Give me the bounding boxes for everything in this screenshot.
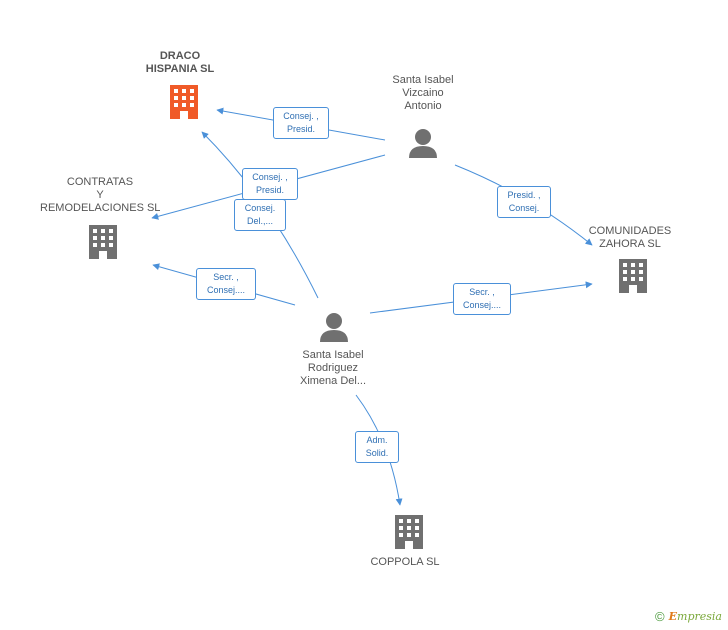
role-text: Del.,... <box>246 216 273 226</box>
label-line: CONTRATAS <box>66 176 134 188</box>
label-line: HISPANIA SL <box>145 63 215 75</box>
company-label-contratas[interactable]: CONTRATAS Y REMODELACIONES SL <box>40 176 160 215</box>
company-label-coppola[interactable]: COPPOLA SL <box>360 556 450 569</box>
role-text: Adm. <box>366 435 388 445</box>
edge-label-antonio-comunidades[interactable]: Presid. , Consej. <box>497 186 551 218</box>
empresia-logo[interactable]: © Empresia <box>655 609 722 624</box>
label-line: Ximena Del... <box>299 375 367 387</box>
edge-label-ximena-coppola[interactable]: Adm. Solid. <box>355 431 399 463</box>
role-text: Presid. , <box>507 190 541 200</box>
person-label-antonio[interactable]: Santa Isabel Vizcaino Antonio <box>373 74 473 113</box>
label-line: Rodriguez <box>307 362 359 374</box>
person-icon[interactable] <box>407 128 439 158</box>
company-label-draco[interactable]: DRACO HISPANIA SL <box>130 50 230 76</box>
label-line: ZAHORA SL <box>599 238 661 250</box>
edge-label-ximena-draco[interactable]: Consej. Del.,... <box>234 199 286 231</box>
role-text: Secr. , <box>469 287 495 297</box>
role-text: Solid. <box>365 448 389 458</box>
building-icon[interactable] <box>393 515 425 549</box>
label-line: Y <box>96 189 104 201</box>
label-line: COMUNIDADES <box>588 225 672 237</box>
brand-initial: E <box>668 610 678 623</box>
edge-label-antonio-draco[interactable]: Consej. , Presid. <box>273 107 329 139</box>
brand-name: Empresia <box>669 610 722 623</box>
role-text: Consej. , <box>283 111 319 121</box>
copyright-icon: © <box>655 609 665 624</box>
role-text: Consej.... <box>206 285 246 295</box>
role-text: Consej. <box>244 203 276 213</box>
label-line: DRACO <box>159 50 201 62</box>
role-text: Presid. <box>255 185 284 195</box>
person-icon[interactable] <box>318 312 350 342</box>
edge-label-ximena-comunidades[interactable]: Secr. , Consej.... <box>453 283 511 315</box>
edge-label-ximena-contratas[interactable]: Secr. , Consej.... <box>196 268 256 300</box>
label-line: Santa Isabel <box>302 349 364 361</box>
building-icon[interactable] <box>617 259 649 293</box>
label-line: Antonio <box>404 100 442 112</box>
role-text: Secr. , <box>213 272 239 282</box>
role-text: Presid. <box>286 124 315 134</box>
label-line: REMODELACIONES SL <box>40 202 161 214</box>
building-icon[interactable] <box>87 225 119 259</box>
label-line: Santa Isabel <box>392 74 454 86</box>
brand-rest: mpresia <box>677 610 722 623</box>
person-label-ximena[interactable]: Santa Isabel Rodriguez Ximena Del... <box>283 349 383 388</box>
label-line: COPPOLA SL <box>370 556 440 568</box>
role-text: Consej. <box>508 203 540 213</box>
role-text: Consej. , <box>252 172 288 182</box>
label-line: Vizcaino <box>402 87 444 99</box>
company-label-comunidades[interactable]: COMUNIDADES ZAHORA SL <box>585 225 675 251</box>
role-text: Consej.... <box>462 300 502 310</box>
edge-label-antonio-contratas[interactable]: Consej. , Presid. <box>242 168 298 200</box>
building-icon[interactable] <box>168 85 200 119</box>
